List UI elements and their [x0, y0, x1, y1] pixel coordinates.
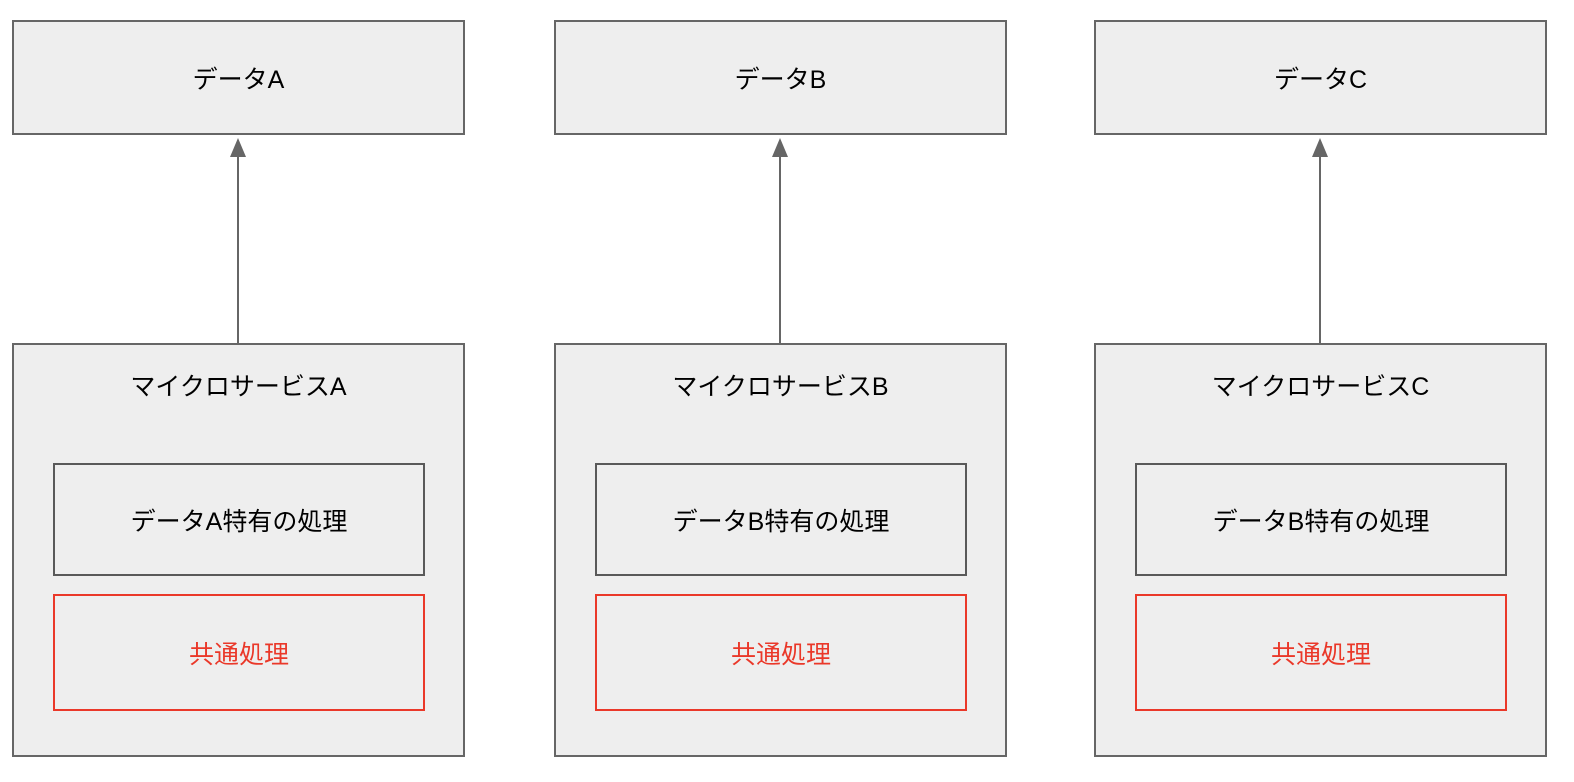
specific-processing-box-c: データB特有の処理: [1135, 463, 1507, 576]
specific-processing-box-a: データA特有の処理: [53, 463, 425, 576]
common-processing-box-b: 共通処理: [595, 594, 967, 711]
data-store-label-b: データB: [734, 65, 827, 94]
data-store-box-a: データA: [12, 20, 465, 135]
arrow-line: [779, 155, 781, 343]
common-processing-box-a: 共通処理: [53, 594, 425, 711]
specific-processing-label-a: データA特有の処理: [130, 507, 348, 536]
arrow-line: [1319, 155, 1321, 343]
common-processing-label-b: 共通処理: [730, 640, 831, 669]
microservice-label-b: マイクロサービスB: [672, 373, 889, 401]
common-processing-label-a: 共通処理: [188, 640, 289, 669]
specific-processing-label-c: データB特有の処理: [1212, 507, 1430, 536]
microservice-box-c: マイクロサービスC データB特有の処理 共通処理: [1094, 343, 1547, 757]
diagram-column-b: データB マイクロサービスB データB特有の処理 共通処理: [554, 0, 1007, 782]
arrow-head-icon: [1312, 138, 1328, 157]
data-store-label-a: データA: [192, 65, 285, 94]
common-processing-box-c: 共通処理: [1135, 594, 1507, 711]
arrow-head-icon: [772, 138, 788, 157]
diagram-column-c: データC マイクロサービスC データB特有の処理 共通処理: [1094, 0, 1547, 782]
microservice-box-a: マイクロサービスA データA特有の処理 共通処理: [12, 343, 465, 757]
diagram-column-a: データA マイクロサービスA データA特有の処理 共通処理: [12, 0, 465, 782]
microservice-box-b: マイクロサービスB データB特有の処理 共通処理: [554, 343, 1007, 757]
specific-processing-label-b: データB特有の処理: [672, 507, 890, 536]
data-store-label-c: データC: [1273, 65, 1368, 94]
microservice-label-c: マイクロサービスC: [1211, 373, 1430, 401]
common-processing-label-c: 共通処理: [1270, 640, 1371, 669]
arrow-head-icon: [230, 138, 246, 157]
data-store-box-b: データB: [554, 20, 1007, 135]
microservice-label-a: マイクロサービスA: [130, 373, 347, 401]
specific-processing-box-b: データB特有の処理: [595, 463, 967, 576]
arrow-line: [237, 155, 239, 343]
data-store-box-c: データC: [1094, 20, 1547, 135]
